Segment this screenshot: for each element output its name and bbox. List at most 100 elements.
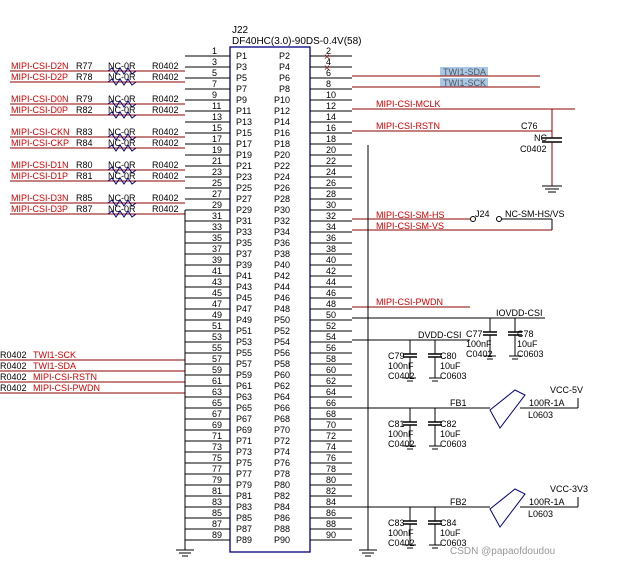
pin-number: 17 [212, 134, 222, 144]
pin-number: 76 [326, 453, 336, 463]
iovdd-label: IOVDD-CSI [496, 308, 543, 318]
cap-package: C0603 [517, 349, 544, 359]
pin-name: P31 [236, 216, 252, 226]
net-label: MIPI-CSI-D3P [11, 204, 68, 214]
resistor-package: R0402 [152, 204, 179, 214]
twi-sck-label: TWI1-SCK [443, 78, 486, 88]
pin-name: P48 [274, 304, 290, 314]
pin-number: 4 [326, 57, 331, 67]
pin-number: 53 [212, 332, 222, 342]
dvdd-label: DVDD-CSI [418, 330, 462, 340]
net-label: MIPI-CSI-D2N [11, 61, 69, 71]
resistor-ref: R78 [76, 72, 93, 82]
pin-name: P28 [274, 194, 290, 204]
cap-package: C0402 [466, 349, 493, 359]
pin-number: 32 [326, 211, 336, 221]
pin-number: 72 [326, 431, 336, 441]
pin-number: 56 [326, 343, 336, 353]
connector-ref: J22 [232, 25, 249, 36]
resistor-ref: R77 [76, 61, 93, 71]
pin-number: 24 [326, 167, 336, 177]
pin-name: P9 [236, 95, 247, 105]
pin-number: 7 [212, 79, 217, 89]
pin-number: 43 [212, 277, 222, 287]
pin-name: P83 [236, 502, 252, 512]
pin-number: 16 [326, 123, 336, 133]
net-label: MIPI-CSI-CKP [11, 138, 69, 148]
pin-name: P2 [279, 51, 290, 61]
pin-name: P37 [236, 249, 252, 259]
cap-value: 10uF [517, 339, 538, 349]
pin-name: P5 [236, 73, 247, 83]
pin-number: 25 [212, 178, 222, 188]
resistor-package: R0402 [0, 350, 27, 360]
pin-number: 39 [212, 255, 222, 265]
rstn-label: MIPI-CSI-RSTN [376, 121, 440, 131]
resistor-symbol [107, 100, 137, 108]
cap-package: C0603 [440, 371, 467, 381]
pin-name: P65 [236, 403, 252, 413]
pin-name: P79 [236, 480, 252, 490]
pin-number: 55 [212, 343, 222, 353]
cap-value: 10uF [440, 528, 461, 538]
resistor-package: R0402 [152, 61, 179, 71]
pin-number: 30 [326, 200, 336, 210]
pin-number: 36 [326, 233, 336, 243]
resistor-package: R0402 [152, 127, 179, 137]
sm-vs-label: MIPI-CSI-SM-VS [376, 221, 444, 231]
fb2-val: 100R-1A [529, 497, 565, 507]
resistor-package: R0402 [152, 193, 179, 203]
pin-name: P29 [236, 205, 252, 215]
resistor-symbol [107, 166, 137, 174]
pin-number: 64 [326, 387, 336, 397]
pin-number: 2 [326, 46, 331, 56]
net-label: MIPI-CSI-D0P [11, 105, 68, 115]
net-label: MIPI-CSI-PWDN [33, 383, 100, 393]
pin-name: P49 [236, 315, 252, 325]
cap-ref: C80 [440, 351, 457, 361]
resistor-value: NC-0R [108, 61, 136, 71]
pin-number: 38 [326, 244, 336, 254]
pin-number: 42 [326, 266, 336, 276]
j24-ref: J24 [475, 209, 490, 219]
resistor-ref: R83 [76, 127, 93, 137]
net-label: MIPI-CSI-D1P [11, 171, 68, 181]
fb2-ref: FB2 [450, 497, 467, 507]
pin-number: 75 [212, 453, 222, 463]
pin-name: P75 [236, 458, 252, 468]
pin-number: 51 [212, 321, 222, 331]
net-label: MIPI-CSI-D3N [11, 193, 69, 203]
pin-number: 1 [212, 46, 217, 56]
pin-name: P76 [274, 458, 290, 468]
pin-name: P68 [274, 414, 290, 424]
pin-number: 14 [326, 112, 336, 122]
ground-symbols [176, 145, 377, 557]
pin-number: 28 [326, 189, 336, 199]
pin-name: P51 [236, 326, 252, 336]
pin-name: P26 [274, 183, 290, 193]
resistor-package: R0402 [0, 372, 27, 382]
cap-value: 100nF [466, 339, 492, 349]
pin-number: 21 [212, 156, 222, 166]
pin-number: 88 [326, 519, 336, 529]
pin-number: 65 [212, 398, 222, 408]
pin-number: 69 [212, 420, 222, 430]
pin-name: P16 [274, 128, 290, 138]
pin-name: P1 [236, 51, 247, 61]
pin-number: 80 [326, 475, 336, 485]
resistor-symbol [107, 111, 137, 119]
pin-number: 12 [326, 101, 336, 111]
cap-ref: C84 [440, 518, 457, 528]
pin-number: 41 [212, 266, 222, 276]
vcc33-label: VCC-3V3 [550, 484, 588, 494]
fb2-symbol [489, 488, 526, 528]
cap-value: 10uF [440, 361, 461, 371]
pin-number: 77 [212, 464, 222, 474]
pin-number: 85 [212, 508, 222, 518]
net-label: TWI1-SDA [33, 361, 76, 371]
pin-number: 52 [326, 321, 336, 331]
pin-name: P73 [236, 447, 252, 457]
resistor-symbol [107, 144, 137, 152]
